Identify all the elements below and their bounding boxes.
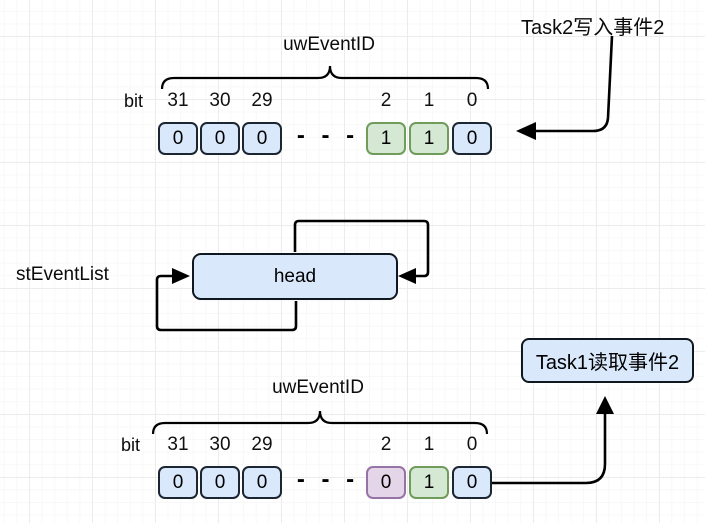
uweventid-brace-top <box>160 65 490 90</box>
top-bit-number: 0 <box>466 90 478 111</box>
top-bit-cell: 1 <box>366 122 406 155</box>
bottom-register-title: uwEventID <box>272 377 364 398</box>
steventlist-label: stEventList <box>16 264 109 285</box>
head-node: head <box>192 253 398 300</box>
bottom-bit-cell: 0 <box>242 466 282 499</box>
bottom-bit-number: 30 <box>209 434 231 455</box>
bottom-bit-cell: 0 <box>366 466 406 499</box>
top-bit-cell: 0 <box>242 122 282 155</box>
top-register-title: uwEventID <box>283 34 375 55</box>
top-bit-cell: 1 <box>409 122 449 155</box>
bottom-bit-cell: 0 <box>158 466 198 499</box>
top-bit-number: 30 <box>209 90 231 111</box>
top-register-bit-caption: bit <box>124 91 144 111</box>
bottom-bit-number: 31 <box>167 434 189 455</box>
top-register-ellipsis: - - - <box>296 122 360 149</box>
bottom-bit-cell: 0 <box>200 466 240 499</box>
bottom-register-ellipsis: - - - <box>296 466 360 493</box>
task1-read-node: Task1读取事件2 <box>521 338 694 383</box>
task2-write-arrow <box>516 35 614 140</box>
bottom-register-bit-caption: bit <box>121 435 141 455</box>
top-bit-number: 1 <box>423 90 435 111</box>
top-bit-number: 2 <box>380 90 392 111</box>
bottom-bit-number: 0 <box>466 434 478 455</box>
bottom-bit-number: 1 <box>423 434 435 455</box>
uweventid-brace-bottom <box>151 410 489 435</box>
top-bit-cell: 0 <box>158 122 198 155</box>
top-bit-cell: 0 <box>452 122 492 155</box>
bottom-bit-number: 29 <box>251 434 273 455</box>
task1-read-arrow <box>492 396 614 485</box>
bottom-bit-number: 2 <box>380 434 392 455</box>
bottom-bit-cell: 0 <box>452 466 492 499</box>
top-bit-number: 29 <box>251 90 273 111</box>
top-bit-number: 31 <box>167 90 189 111</box>
task2-write-label: Task2写入事件2 <box>521 17 665 39</box>
bottom-bit-cell: 1 <box>409 466 449 499</box>
top-bit-cell: 0 <box>200 122 240 155</box>
